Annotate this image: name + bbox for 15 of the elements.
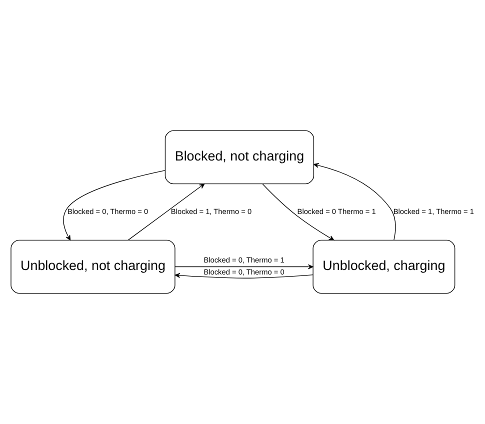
- node-box: Blocked, not charging: [164, 130, 314, 184]
- edge-label: Blocked = 0, Thermo = 0: [204, 268, 284, 277]
- node-box: Unblocked, not charging: [10, 240, 176, 294]
- edge-label: Blocked = 1, Thermo = 0: [170, 206, 252, 216]
- arrow: [174, 264, 314, 270]
- edge-label: Blocked = 0, Thermo = 1: [204, 256, 284, 265]
- edge-label: Blocked = 1, Thermo = 1: [393, 206, 474, 216]
- node-box: Unblocked, charging: [312, 240, 456, 294]
- arrow: [313, 163, 396, 240]
- arrow: [174, 272, 314, 278]
- arrow: [262, 184, 334, 241]
- arrow: [128, 183, 205, 241]
- edge-label: Blocked = 0, Thermo = 0: [67, 206, 148, 216]
- arrow: [63, 170, 166, 240]
- edge-label: Blocked = 0 Thermo = 1: [297, 206, 376, 216]
